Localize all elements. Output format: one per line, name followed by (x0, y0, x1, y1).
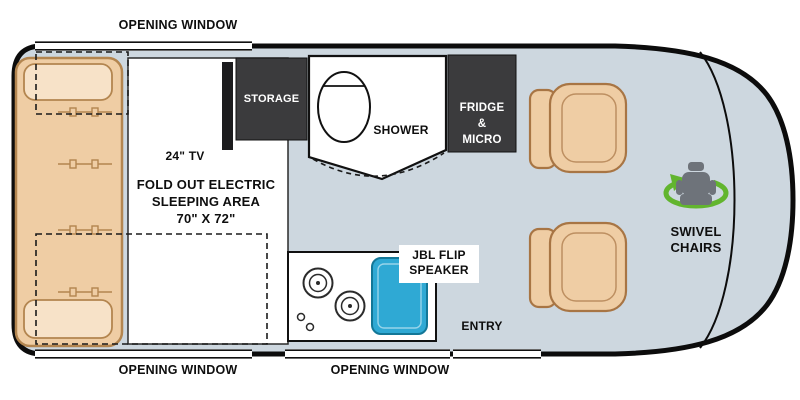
fridge-micro-label: FRIDGE & MICRO (448, 100, 516, 148)
fridge-micro-cabinet (447, 54, 517, 153)
sleeping-area-line: SLEEPING AREA (151, 194, 261, 209)
opening-window-gap-bottom-center (285, 349, 450, 359)
entry-door-gap (453, 349, 541, 359)
swivel-line: CHAIRS (670, 240, 722, 255)
fridge-micro-line: MICRO (462, 134, 502, 146)
cooktop-knob-icon (296, 312, 306, 322)
shower-stall (307, 54, 448, 181)
sleeping-area-line: FOLD OUT ELECTRIC (136, 177, 276, 192)
speaker-line: JBL FLIP (412, 248, 466, 262)
fridge-micro-line: FRIDGE (459, 102, 505, 114)
fold-out-extent-top (35, 51, 129, 115)
chair-glyph-icon (676, 162, 716, 205)
pillow-top (23, 63, 113, 101)
rear-bed (14, 56, 124, 348)
fold-out-extent-bottom (35, 233, 268, 345)
storage-label: STORAGE (243, 93, 300, 105)
swivel-chairs-label: SWIVEL CHAIRS (659, 224, 733, 256)
speaker-label: JBL FLIP SPEAKER (399, 248, 479, 278)
opening-window-label-top: OPENING WINDOW (118, 18, 238, 32)
galley-counter (287, 245, 479, 342)
fridge-micro-line: & (477, 118, 487, 130)
tv-icon (222, 62, 233, 150)
storage-cabinet (235, 57, 308, 141)
mattress-seam (58, 225, 112, 235)
cooktop-knob-icon (305, 322, 315, 332)
shower-label: SHOWER (373, 123, 429, 137)
swivel-chair-icon (663, 162, 729, 209)
speaker-line: SPEAKER (409, 263, 469, 277)
captain-seat-front (528, 82, 628, 174)
entry-label: ENTRY (461, 319, 503, 333)
opening-window-gap-bottom-left (35, 349, 252, 359)
speaker-label-background (399, 245, 479, 283)
captain-seat-rear (528, 221, 628, 313)
sleeping-area-label: FOLD OUT ELECTRIC SLEEPING AREA 70" X 72… (128, 176, 284, 227)
cooktop-burner-icon (296, 267, 366, 332)
opening-window-label-bottom-center: OPENING WINDOW (330, 363, 450, 377)
mattress-seam (58, 287, 112, 297)
windshield-line (699, 51, 736, 349)
swivel-line: SWIVEL (670, 224, 722, 239)
toilet-icon (317, 71, 371, 143)
pillow-bottom (23, 299, 113, 339)
shower-curtain-line (312, 152, 445, 177)
opening-window-gap-top (35, 41, 252, 51)
mattress-seam (58, 159, 112, 169)
mattress-seam (58, 107, 112, 117)
tv-label: 24" TV (165, 149, 205, 163)
sleeping-area-line: 70" X 72" (176, 211, 236, 226)
opening-window-label-bottom-left: OPENING WINDOW (118, 363, 238, 377)
